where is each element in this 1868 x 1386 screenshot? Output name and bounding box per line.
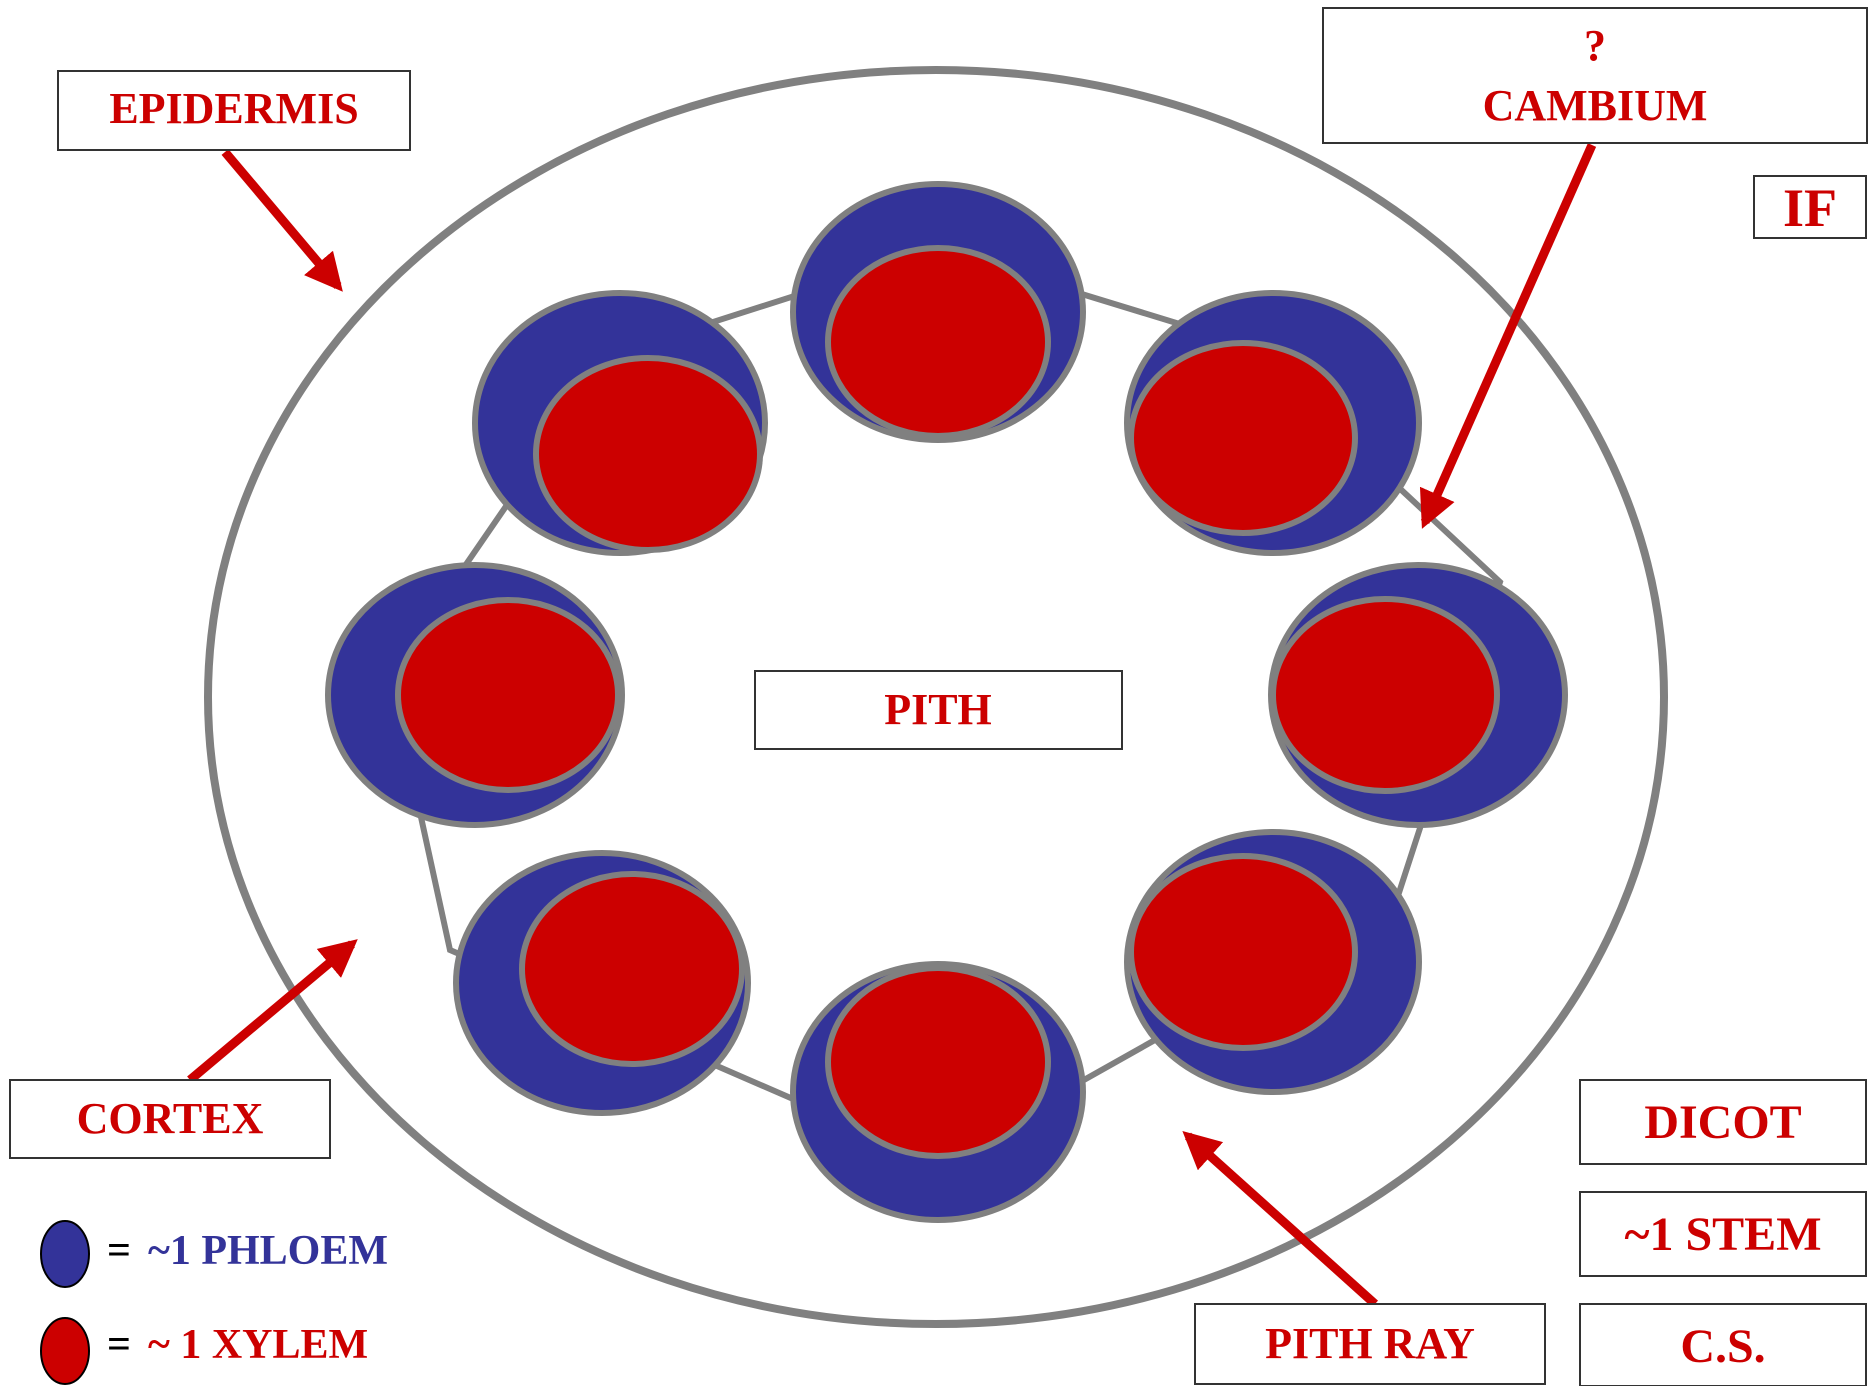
cambium-question-mark: ?	[1584, 21, 1606, 70]
vascular-bundle-top-left	[472, 290, 768, 556]
vascular-bundle-bottom-left	[453, 850, 751, 1116]
xylem-ellipse	[825, 245, 1051, 439]
cortex-label-text: CORTEX	[77, 1094, 264, 1143]
cambium-label: ? CAMBIUM	[1322, 7, 1868, 144]
epidermis-arrow	[221, 149, 343, 292]
pith-label: PITH	[754, 670, 1123, 750]
legend-phloem-equals: =	[107, 1228, 131, 1274]
cambium-label-text: CAMBIUM	[1483, 81, 1708, 130]
legend-xylem: = ~ 1 XYLEM	[40, 1317, 368, 1385]
legend-phloem-text: ~1 PHLOEM	[148, 1228, 388, 1274]
pith-ray-label: PITH RAY	[1194, 1303, 1546, 1385]
xylem-ellipse	[533, 355, 763, 553]
vascular-bundle-top	[790, 181, 1086, 443]
legend-phloem-swatch	[40, 1220, 90, 1288]
pith-ray-arrow	[1182, 1130, 1379, 1308]
cs-label: C.S.	[1579, 1303, 1867, 1386]
xylem-ellipse	[1128, 853, 1358, 1051]
pith-ray-label-text: PITH RAY	[1265, 1319, 1475, 1368]
xylem-ellipse	[395, 597, 621, 793]
stem-label-text: ~1 STEM	[1625, 1208, 1822, 1261]
if-tag: IF	[1753, 175, 1867, 239]
legend: = ~1 PHLOEM = ~ 1 XYLEM	[40, 1220, 388, 1385]
vascular-bundle-left	[325, 562, 625, 828]
cambium-arrow	[1419, 143, 1597, 529]
vascular-bundle-bottom	[790, 961, 1086, 1223]
vascular-bundles	[325, 181, 1568, 1223]
dicot-label-text: DICOT	[1644, 1096, 1801, 1149]
pith-label-text: PITH	[884, 685, 992, 734]
legend-xylem-text: ~ 1 XYLEM	[148, 1322, 368, 1368]
vascular-bundle-bottom-right	[1124, 829, 1422, 1095]
legend-xylem-equals: =	[107, 1322, 131, 1368]
cortex-arrow	[187, 939, 358, 1084]
if-tag-text: IF	[1783, 178, 1837, 238]
xylem-ellipse	[1270, 596, 1500, 794]
legend-xylem-swatch	[40, 1317, 90, 1385]
stem-label: ~1 STEM	[1579, 1191, 1867, 1277]
xylem-ellipse	[825, 965, 1051, 1159]
cortex-label: CORTEX	[9, 1079, 331, 1159]
dicot-label: DICOT	[1579, 1079, 1867, 1165]
xylem-ellipse	[519, 871, 745, 1067]
xylem-ellipse	[1128, 340, 1358, 536]
epidermis-label-text: EPIDERMIS	[109, 84, 358, 133]
vascular-bundle-top-right	[1124, 290, 1422, 556]
cs-label-text: C.S.	[1680, 1320, 1765, 1373]
vascular-bundle-right	[1268, 562, 1568, 828]
epidermis-label: EPIDERMIS	[57, 70, 411, 151]
legend-phloem: = ~1 PHLOEM	[40, 1220, 388, 1288]
